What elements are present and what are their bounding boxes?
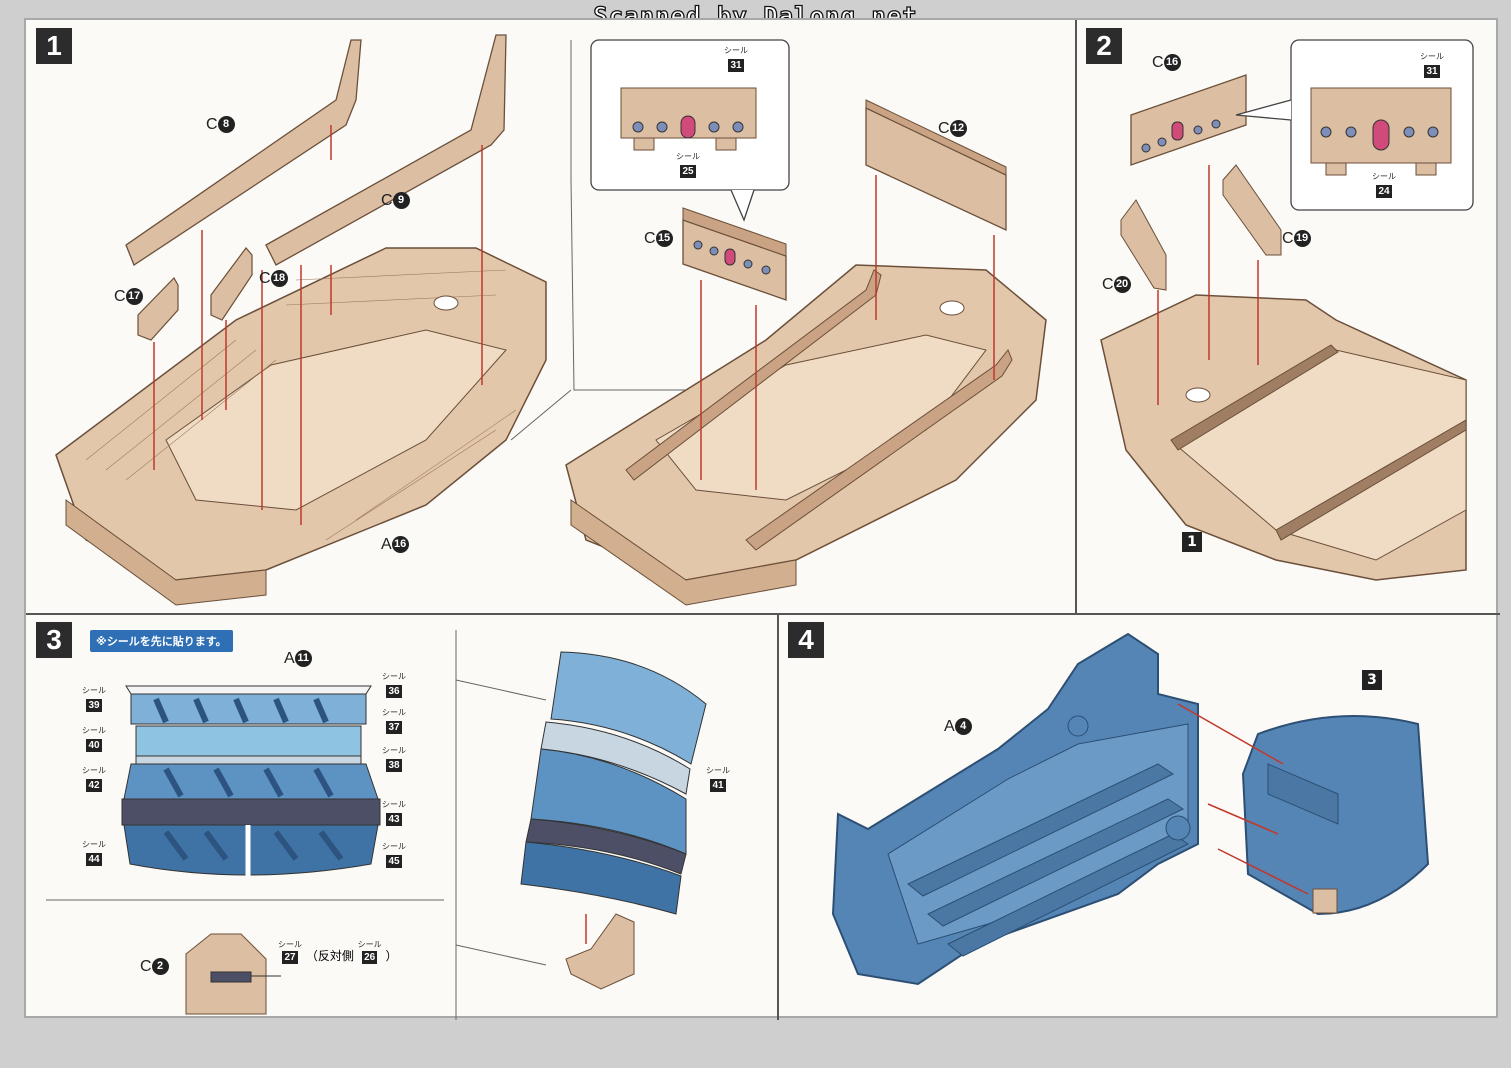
step-1-badge: 1: [36, 28, 72, 64]
callout-1: [590, 39, 790, 222]
step-1-illustration: [55, 34, 1047, 606]
step-1-panel: 1: [26, 20, 1076, 614]
step-2-badge: 2: [1086, 28, 1122, 64]
opposite-side-text: （反対側: [305, 949, 354, 963]
ref-step-1-badge: 1: [1182, 532, 1202, 552]
panel-dividers: [26, 20, 1500, 1020]
instruction-sheet: 1: [24, 18, 1500, 1020]
step-4-illustration: [831, 632, 1430, 986]
step-2-panel: 2: [1076, 20, 1500, 614]
stern-cylinder-curved: [520, 651, 707, 915]
sticker-first-note: ※シールを先に貼ります。: [90, 630, 233, 652]
c15-panel: [682, 207, 787, 301]
ref-step-3-badge: 3: [1362, 670, 1382, 690]
hull-a4: [831, 632, 1199, 986]
step-2-illustration: [1100, 39, 1474, 581]
assembly-arrows-4: [1177, 703, 1309, 895]
step-3-illustration: [121, 651, 707, 1015]
deck-middle: [565, 264, 1047, 606]
step-3-badge: 3: [36, 622, 72, 658]
assembly-arrows-2: [700, 175, 995, 490]
stern-part-3: [1241, 715, 1430, 916]
assembly-arrows-1: [153, 125, 483, 525]
stern-cylinder-flat: [121, 685, 381, 876]
step-4-badge: 4: [788, 622, 824, 658]
opposite-side-close: ）: [385, 949, 398, 963]
